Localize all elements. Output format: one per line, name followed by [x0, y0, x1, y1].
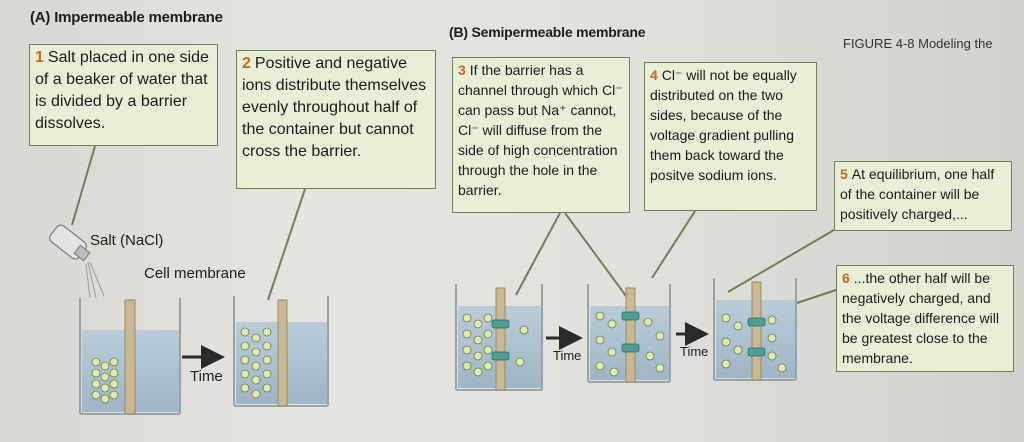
salt-shaker-icon [49, 224, 105, 299]
heading-impermeable: (A) Impermeable membrane [30, 9, 223, 26]
beaker-4 [587, 284, 671, 383]
heading-semipermeable: (B) Semipermeable membrane [449, 24, 646, 40]
beaker-5 [713, 278, 797, 381]
beaker-2 [233, 296, 329, 407]
step-6-text: ...the other half will be negatively cha… [842, 270, 999, 366]
leader-lines [71, 145, 837, 307]
step-5-number: 5 [840, 166, 848, 182]
time-label-1: Time [190, 368, 223, 385]
beaker-3 [455, 284, 543, 391]
time-label-2: Time [553, 348, 582, 363]
step-3-text: If the barrier has a channel through whi… [458, 62, 623, 198]
time-label-3: Time [680, 344, 709, 359]
step-2-text: Positive and negative ions distribute th… [242, 55, 427, 160]
step-6-box: 6...the other half will be negatively ch… [836, 265, 1014, 372]
step-5-text: At equilibrium, one half of the containe… [840, 166, 995, 222]
step-2-number: 2 [242, 55, 251, 72]
step-6-number: 6 [842, 270, 850, 286]
step-1-number: 1 [35, 49, 44, 66]
salt-label: Salt (NaCl) [90, 232, 164, 249]
step-1-text: Salt placed in one side of a beaker of w… [35, 49, 209, 132]
step-3-number: 3 [458, 62, 466, 78]
cell-membrane-label: Cell membrane [144, 265, 246, 282]
beaker-1 [79, 298, 181, 415]
figure-caption: FIGURE 4-8 Modeling the [843, 36, 993, 51]
step-4-text: Cl⁻ will not be equally distributed on t… [650, 67, 797, 183]
step-4-number: 4 [650, 67, 658, 83]
